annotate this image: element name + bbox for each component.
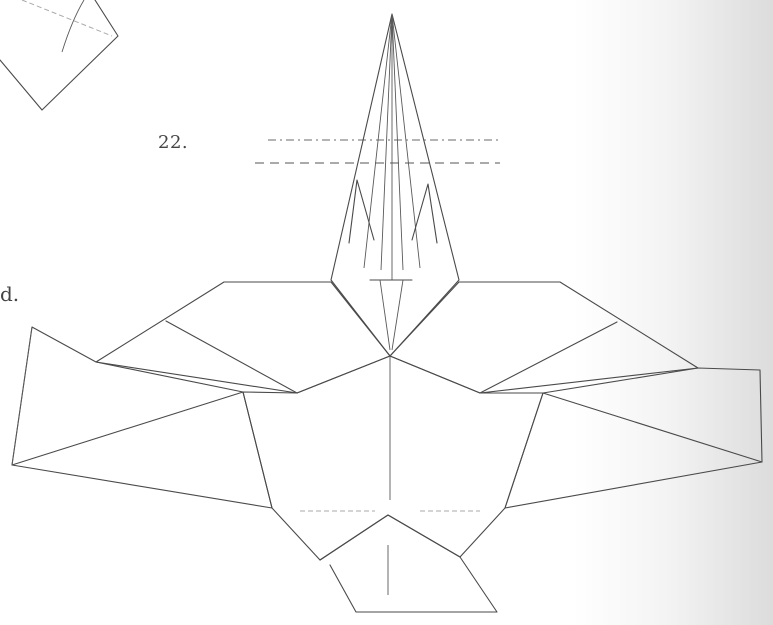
left-wing-edge xyxy=(12,327,32,465)
neck-base-crease-right xyxy=(392,280,403,350)
tail-section xyxy=(320,515,497,612)
right-inner-flap xyxy=(412,184,437,243)
previous-step-outline xyxy=(0,0,118,110)
previous-step-curve xyxy=(62,0,84,52)
neck-outline xyxy=(331,14,459,356)
right-upper-flap-outline xyxy=(390,282,698,393)
right-upper-flap-crease xyxy=(480,322,617,393)
neck-crease-left xyxy=(364,14,392,268)
right-wing-diagonal xyxy=(543,393,762,462)
neck-base-crease-left xyxy=(380,280,390,350)
body-outline xyxy=(243,356,543,560)
right-wing xyxy=(505,368,762,508)
right-wing-outline xyxy=(505,368,762,508)
side-text-label: d. xyxy=(0,282,19,306)
left-wing-outline xyxy=(12,327,272,508)
previous-step-fragment xyxy=(0,0,118,110)
neck-crease-right xyxy=(392,14,420,268)
tail-outline xyxy=(320,515,497,612)
step-number-label: 22. xyxy=(158,132,188,153)
body-section xyxy=(243,356,543,560)
neck-section xyxy=(331,14,459,356)
right-upper-flap xyxy=(390,282,698,393)
left-wing xyxy=(12,327,272,508)
left-upper-flap-crease xyxy=(166,321,297,393)
left-wing-diagonal xyxy=(12,392,243,465)
